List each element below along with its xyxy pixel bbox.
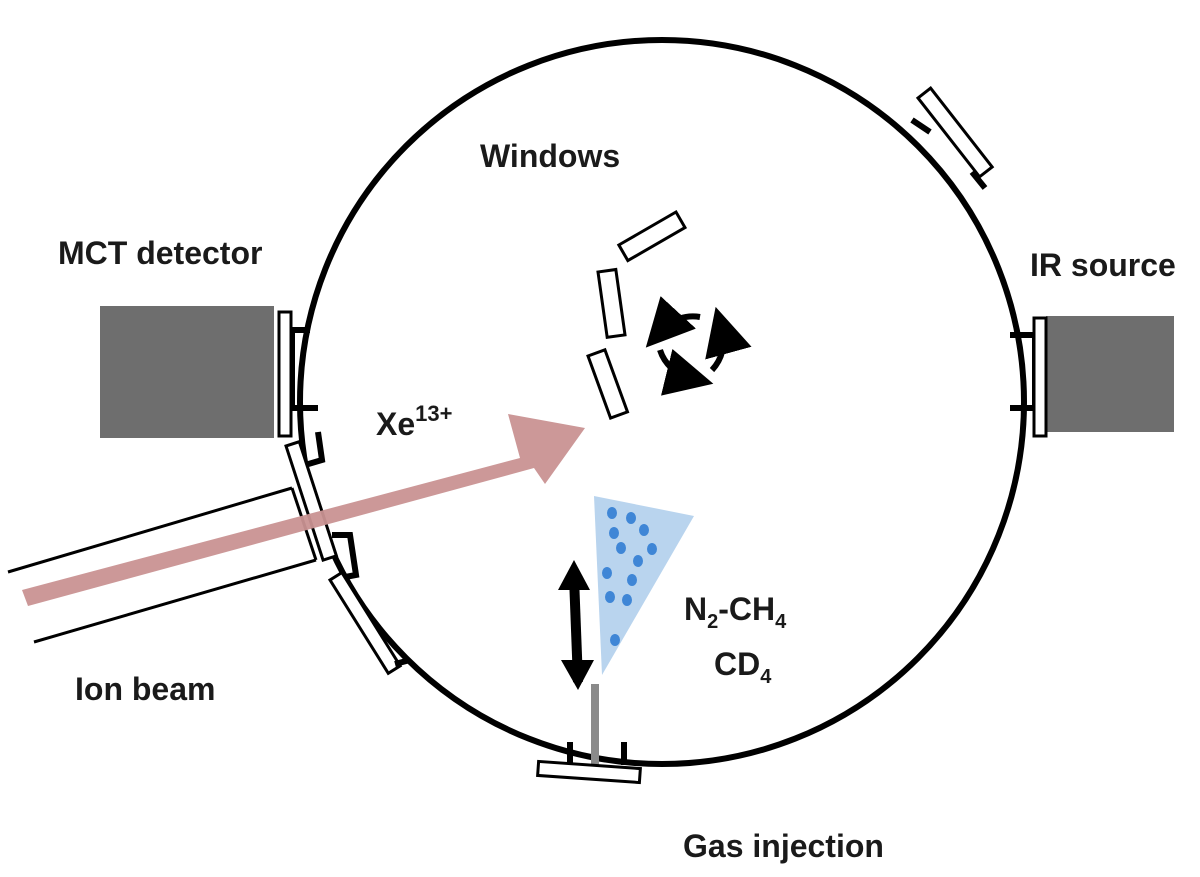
double-arrow-icon [558,560,594,690]
ion-beam-arrow [22,414,585,606]
ion-beam-tube [7,486,317,644]
window-b [596,267,627,340]
ir-window [1032,316,1048,438]
rotation-arrows-icon [645,296,752,396]
lower-left-window-flange [394,657,411,667]
beam-window [284,439,339,563]
gas-cone [594,496,694,675]
gas-mixture-label: N2-CH4 [684,591,787,633]
ion-species-symbol: Xe [376,406,415,442]
ion-charge-superscript: 13+ [415,401,452,426]
windows-label: Windows [480,138,620,174]
chamber-wall [297,37,1027,767]
top-right-window-flange [910,117,988,190]
ion-beam-label: Ion beam [75,671,215,707]
top-right-window [915,86,995,179]
gas-port-flange [567,742,627,765]
gas-injection-window [536,759,642,785]
lower-port-flange [332,532,360,581]
beam-port-flange [304,431,326,468]
gas-injection-label: Gas injection [683,828,884,864]
mct-detector-label: MCT detector [58,235,262,271]
mct-detector-block [100,306,274,438]
detector-window [277,310,293,438]
gas-cd4-label: CD4 [714,646,772,688]
ir-source-block [1046,316,1174,432]
window-c [586,347,630,420]
lower-left-window [327,570,403,676]
gas-dots [602,507,657,646]
ion-species-label: Xe13+ [376,401,452,442]
gas-nozzle [591,684,599,770]
ir-source-label: IR source [1030,247,1176,283]
window-a [616,209,688,263]
